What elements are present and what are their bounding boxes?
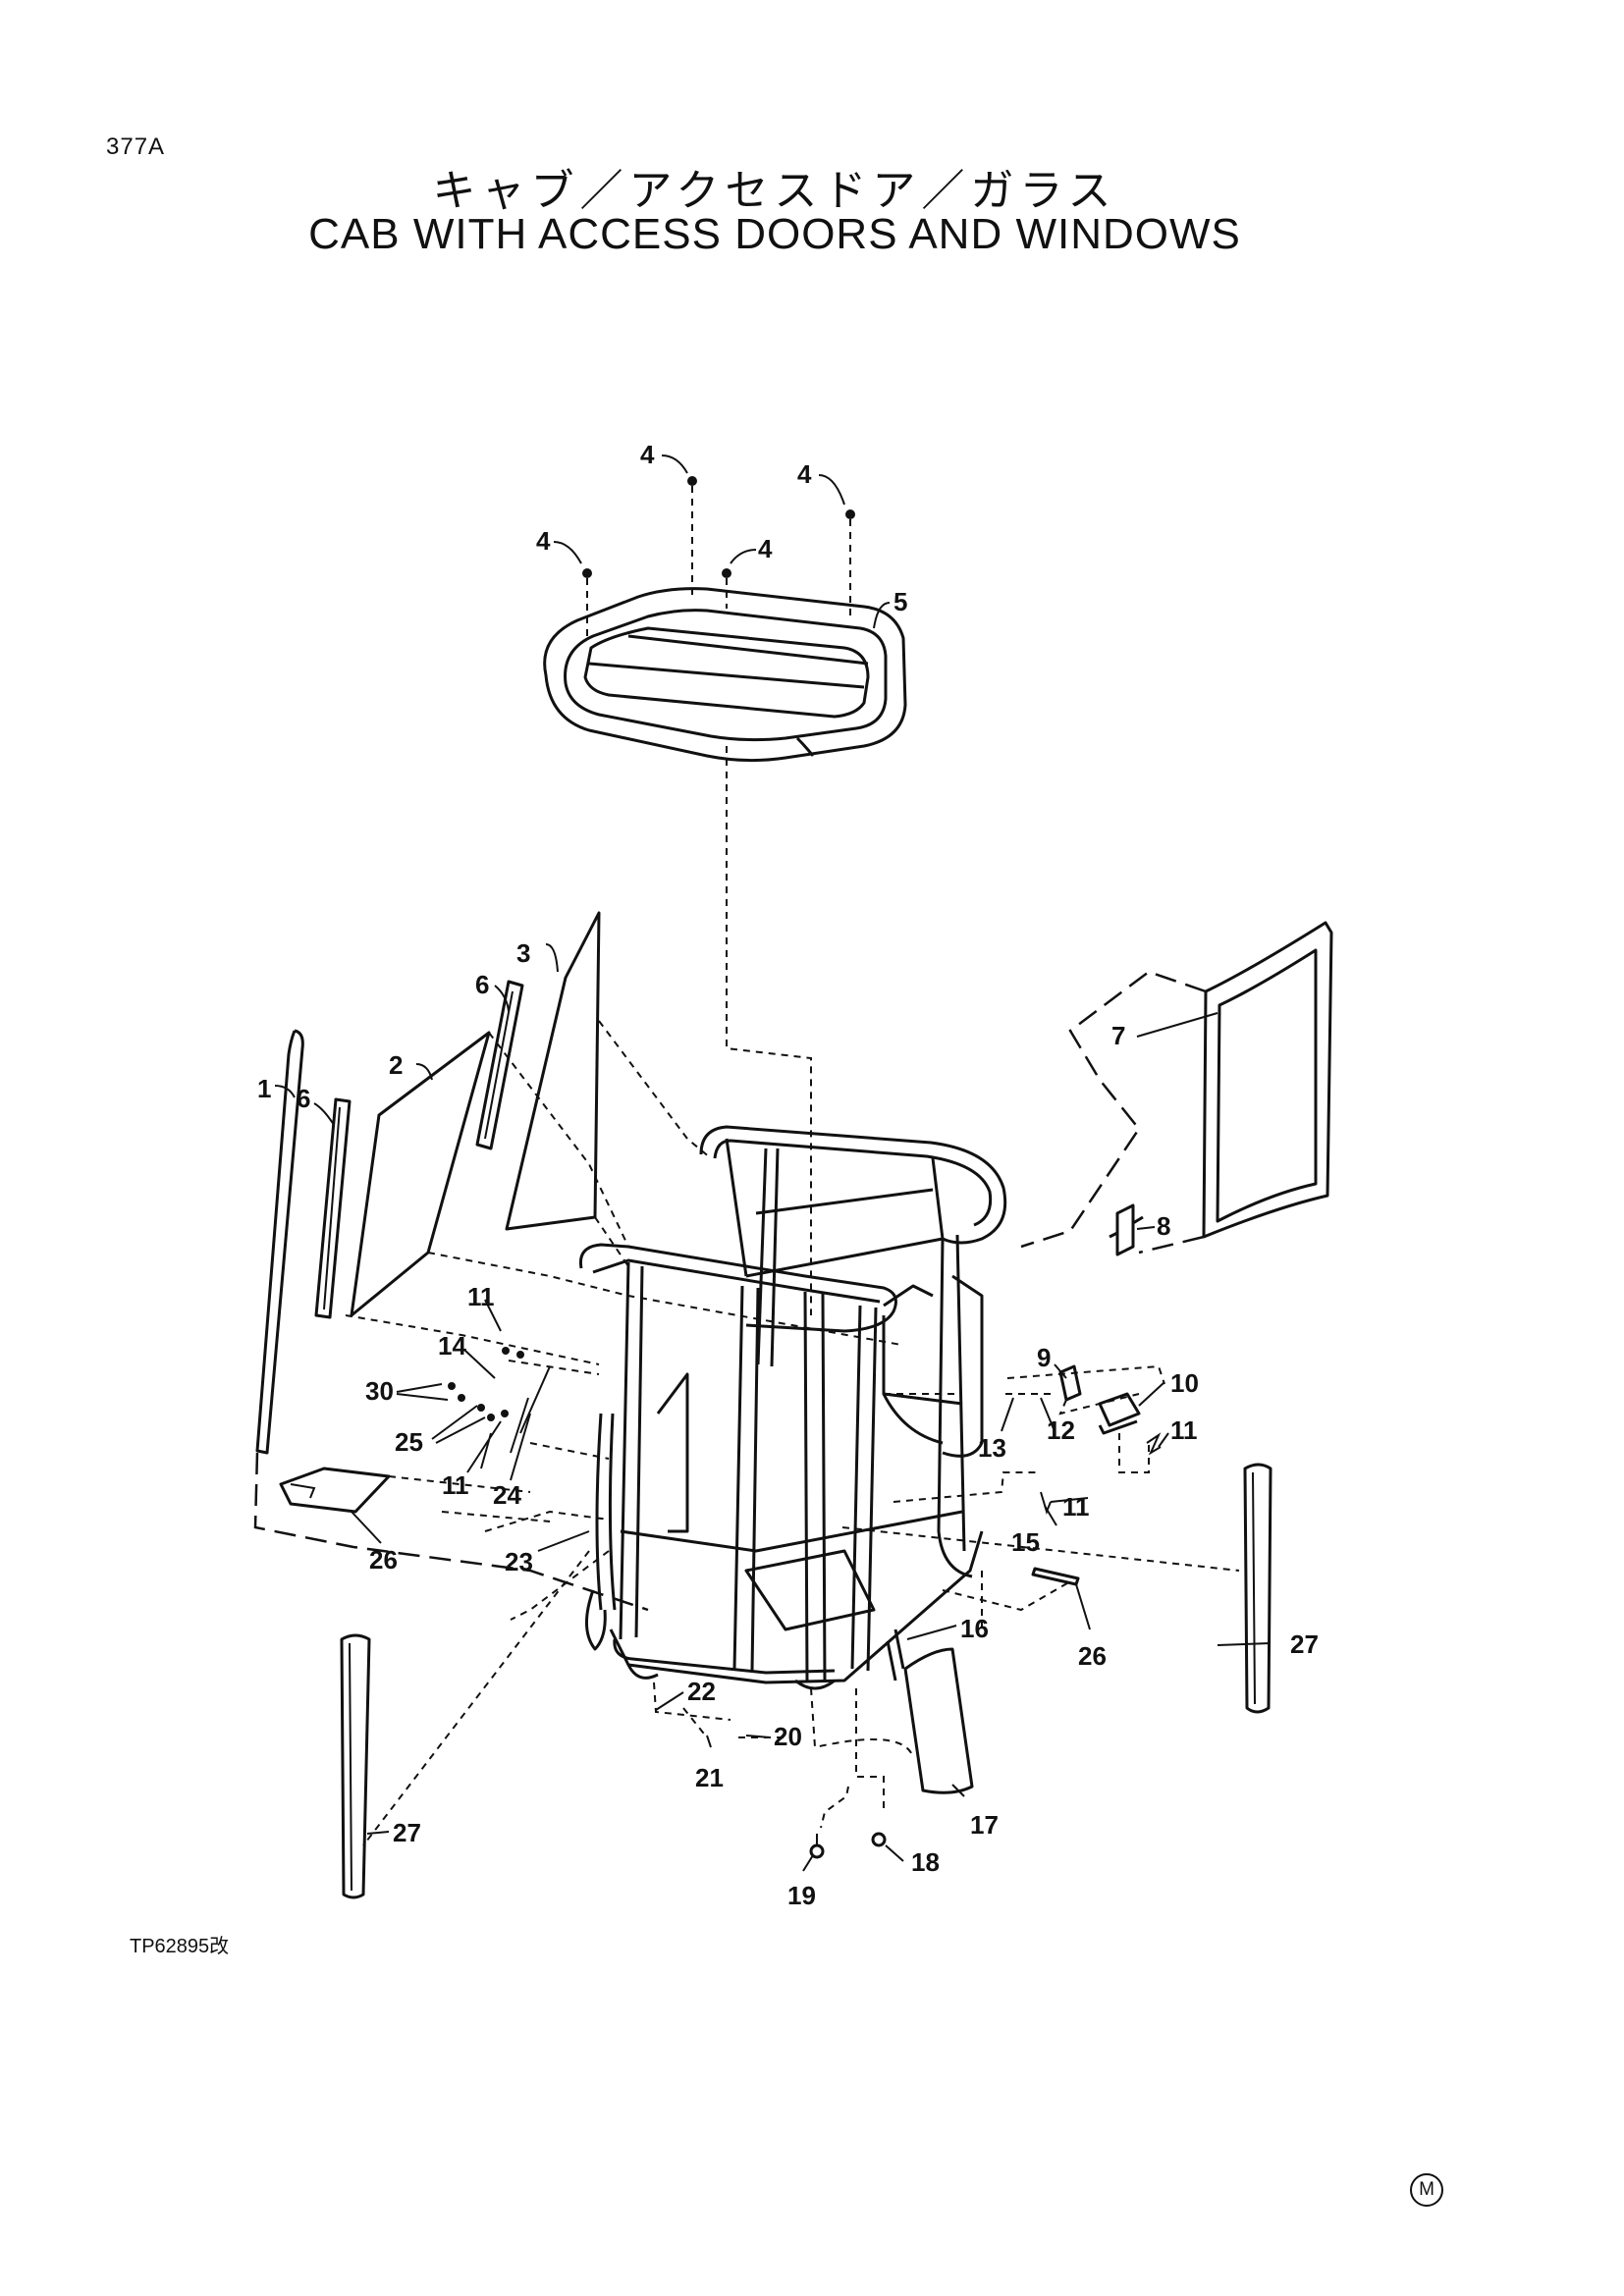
page-title-japanese: キャブ／アクセスドア／ガラス: [432, 166, 1117, 216]
callout-label: 11: [442, 1470, 469, 1500]
callout-label: 25: [395, 1427, 423, 1457]
hinge-assembly: [1005, 1364, 1165, 1516]
callout-label: 4: [640, 440, 655, 469]
callout-label: 11: [1062, 1492, 1090, 1522]
callout-label: 21: [695, 1763, 724, 1792]
cab-frame: [578, 1125, 1007, 1690]
roof-panel: [543, 587, 907, 763]
callout-label: 6: [475, 970, 489, 999]
callout-label: 27: [1290, 1629, 1319, 1659]
callout-label: 10: [1170, 1368, 1199, 1398]
roof-bolts: [582, 476, 855, 638]
pillar-trim-27-right: [1243, 1463, 1272, 1714]
callout-label: 23: [505, 1547, 533, 1576]
corner-mark: M: [1410, 2173, 1443, 2207]
callout-label: 13: [978, 1433, 1006, 1463]
glass-pane-2: [350, 1031, 491, 1317]
callout-label: 20: [774, 1722, 802, 1751]
callout-label: 6: [297, 1084, 310, 1113]
glass-seal-6-upper: [475, 980, 524, 1150]
callout-label: 24: [493, 1480, 521, 1510]
glass-seal-6-lower: [314, 1097, 352, 1319]
callout-label: 22: [687, 1677, 716, 1706]
callout-label: 4: [536, 526, 551, 556]
callout-label: 12: [1047, 1415, 1075, 1445]
callout-label: 9: [1037, 1343, 1051, 1372]
glass-seal-1: [255, 1029, 304, 1455]
bracket-8: [1109, 1203, 1144, 1256]
callout-label: 26: [369, 1545, 398, 1575]
pillar-trim-27-left: [340, 1633, 371, 1899]
callout-label: 5: [893, 587, 907, 616]
page-title-english: CAB WITH ACCESS DOORS AND WINDOWS: [308, 210, 1241, 258]
callout-label: 26: [1078, 1641, 1107, 1671]
glass-pane-3: [505, 911, 601, 1231]
bolts-18-19: [809, 1832, 887, 1859]
step-panel-17: [886, 1629, 974, 1794]
rear-glass-7: [1020, 921, 1333, 1255]
callout-label: 7: [1111, 1021, 1125, 1050]
drawing-reference: TP62895改: [130, 1936, 230, 1957]
callout-label: 2: [389, 1050, 403, 1080]
leader-lines: [274, 454, 1272, 1872]
page-code: 377A: [106, 133, 166, 160]
callout-label: 15: [1011, 1527, 1040, 1557]
callout-label: 4: [797, 459, 812, 489]
callout-label: 11: [467, 1282, 495, 1311]
callout-label: 8: [1157, 1211, 1170, 1241]
callout-label: 16: [960, 1614, 989, 1643]
callout-labels: 4 4 4 4 5 3 6 2 6 1 7 8 11 14 30 25 11 2…: [257, 440, 1319, 1910]
callout-label: 19: [787, 1881, 816, 1910]
strip-26-right: [1031, 1567, 1080, 1586]
callout-label: 18: [911, 1847, 940, 1877]
callout-label: 14: [438, 1331, 466, 1361]
callout-label: 11: [1170, 1415, 1198, 1445]
callout-label: 27: [393, 1818, 421, 1847]
callout-label: 3: [516, 938, 530, 968]
callout-label: 4: [758, 534, 773, 563]
assembly-lines: [253, 1020, 1240, 1846]
callout-label: 17: [970, 1810, 999, 1840]
callout-label: 30: [365, 1376, 394, 1406]
callout-label: 1: [257, 1074, 271, 1103]
latch-parts-left: [279, 1347, 551, 1514]
